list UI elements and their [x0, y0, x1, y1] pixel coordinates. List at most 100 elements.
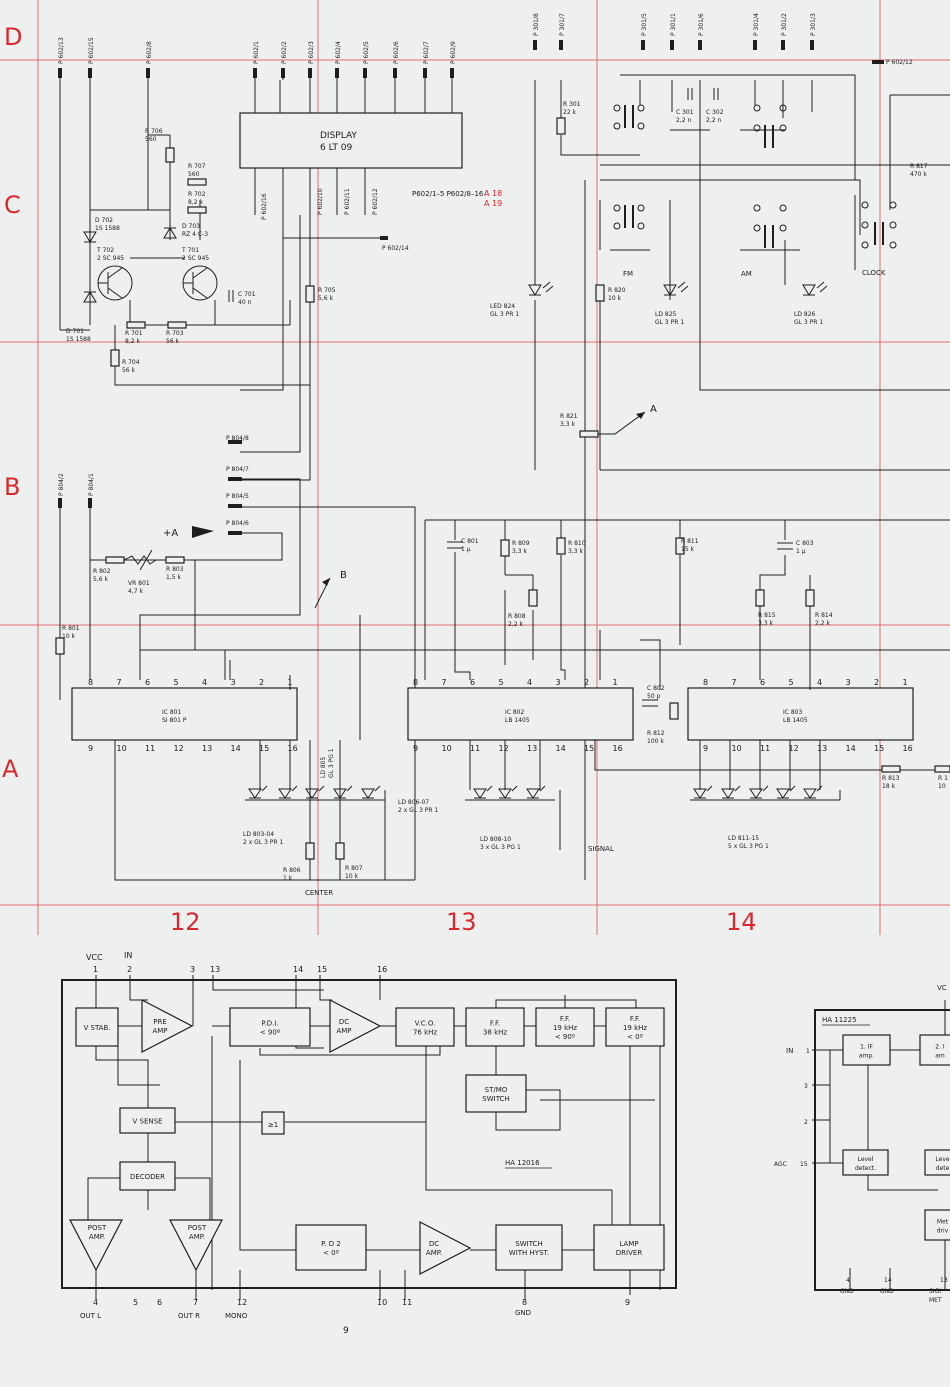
block-ge1-label: ≥1 [268, 1121, 278, 1129]
connector-pad [533, 40, 537, 50]
r814-label: R 814 [815, 612, 833, 619]
r802-label: R 802 [93, 568, 111, 575]
d701-value: 1S 1588 [66, 336, 91, 343]
section-a-wires [114, 519, 950, 881]
r707-value: 560 [188, 171, 200, 178]
r814-value: 2,2 k [815, 620, 830, 627]
ic-pin-number: 15 [584, 744, 594, 753]
connector-label: P 602/5 [363, 41, 370, 64]
connector-pad [641, 40, 645, 50]
vr801-symbol [123, 549, 157, 571]
ic-pin-number: 12 [789, 744, 799, 753]
ha11225-pin-13: 13 [940, 1277, 948, 1284]
ha11225-pin-2: 2 [804, 1119, 808, 1126]
arrow-b-head [322, 578, 330, 586]
ic-pin-number: 5 [174, 678, 179, 687]
block-ge1 [261, 1111, 285, 1135]
r802-body [105, 556, 125, 564]
r706-label: R 706 [145, 128, 163, 135]
ic-pin-number: 13 [202, 744, 212, 753]
ha12016-in: IN [124, 951, 132, 960]
ha11225-agc: AGC [774, 1161, 787, 1168]
ic-pin-number: 13 [817, 744, 827, 753]
d703-label: D 703 [182, 223, 200, 230]
ha12016-gnd: GND [515, 1309, 531, 1317]
ic802-label: IC 802 [505, 709, 525, 716]
c803-value: 1 µ [796, 548, 806, 555]
led-icon [803, 785, 823, 799]
display-wires [240, 80, 453, 481]
block-pd2-label: P. D 2< 0º [321, 1240, 341, 1257]
r702-value: 8,2 k [188, 199, 203, 206]
led-icon [749, 785, 769, 799]
r8xx-value: 10 [938, 783, 946, 790]
block-if1 [842, 1034, 891, 1066]
led-icon [248, 785, 268, 799]
r809-body [500, 539, 510, 557]
d703-symbol [163, 227, 177, 239]
r701-value: 8,2 k [125, 338, 140, 345]
ha11225-in-label: IN [786, 1047, 793, 1055]
grid-col-13: 13 [446, 908, 477, 936]
connector-label: P 602/6 [393, 41, 400, 64]
connector-pad [670, 40, 674, 50]
block-switch [495, 1224, 563, 1271]
block-dcamp2 [419, 1221, 472, 1275]
ic-pin-number: 4 [527, 678, 532, 687]
ic-pin-number: 14 [231, 744, 241, 753]
connector-label: P 301/1 [670, 13, 677, 36]
switch-clock[interactable] [861, 201, 897, 249]
ic-pin-number: 8 [413, 678, 418, 687]
ic-pin-number: 2 [259, 678, 264, 687]
pin-p602-10: P 602/10 [317, 188, 324, 215]
ha12016-out-l: OUT L [80, 1312, 101, 1320]
ic801-value: SI 801 P [162, 717, 187, 724]
block-post1 [69, 1219, 123, 1272]
grid-row-b: B [4, 473, 20, 501]
ha12016-bottom-pin: 10 [377, 1298, 387, 1307]
ld811-15-label: LD 811-15 [728, 835, 759, 842]
ic803-value: LB 1405 [783, 717, 808, 724]
c701-symbol [228, 290, 234, 302]
ic801-box [71, 687, 298, 741]
ld808-10-label: LD 808-10 [480, 836, 511, 843]
label-fm: FM [623, 270, 633, 278]
connector-label: P 602/12 [886, 59, 913, 66]
switch-am[interactable] [753, 104, 787, 248]
ic-pin-number: 9 [703, 744, 708, 753]
connector-pad [253, 68, 257, 78]
connector-label: P 602/9 [450, 41, 457, 64]
c301-c302-symbols [687, 88, 719, 100]
vr801-label: VR 801 [128, 580, 150, 587]
connector-pad [872, 60, 884, 64]
section-b-wires [59, 478, 416, 880]
block-vco [395, 1007, 455, 1047]
switch-fm[interactable] [613, 104, 645, 230]
r701-label: R 701 [125, 330, 143, 337]
r703-body [167, 321, 187, 329]
connector-label: P 301/8 [533, 13, 540, 36]
block-vstab-label: V STAB. [83, 1024, 110, 1032]
r812-label: R 812 [647, 730, 665, 737]
block-lamp [593, 1224, 665, 1271]
connector-pad [363, 68, 367, 78]
connector-pad [559, 40, 563, 50]
grid-col-12: 12 [170, 908, 201, 936]
connector-pad [393, 68, 397, 78]
block-decoder [119, 1161, 176, 1191]
ha12016-top-pin: 14 [293, 965, 303, 974]
page-number: 9 [343, 1326, 349, 1336]
c802-value: 50 p [647, 693, 661, 700]
ic-pin-number: 5 [789, 678, 794, 687]
d702-symbol [83, 231, 97, 243]
ld805-label: LD 805 [320, 756, 327, 778]
r706-value: 560 [145, 136, 157, 143]
connector-pad [450, 68, 454, 78]
ha12016-vcc: VCC [86, 953, 103, 962]
r808-label: R 808 [508, 613, 526, 620]
connector-label: P 602/15 [88, 37, 95, 64]
r815-value: 3,3 k [758, 620, 773, 627]
